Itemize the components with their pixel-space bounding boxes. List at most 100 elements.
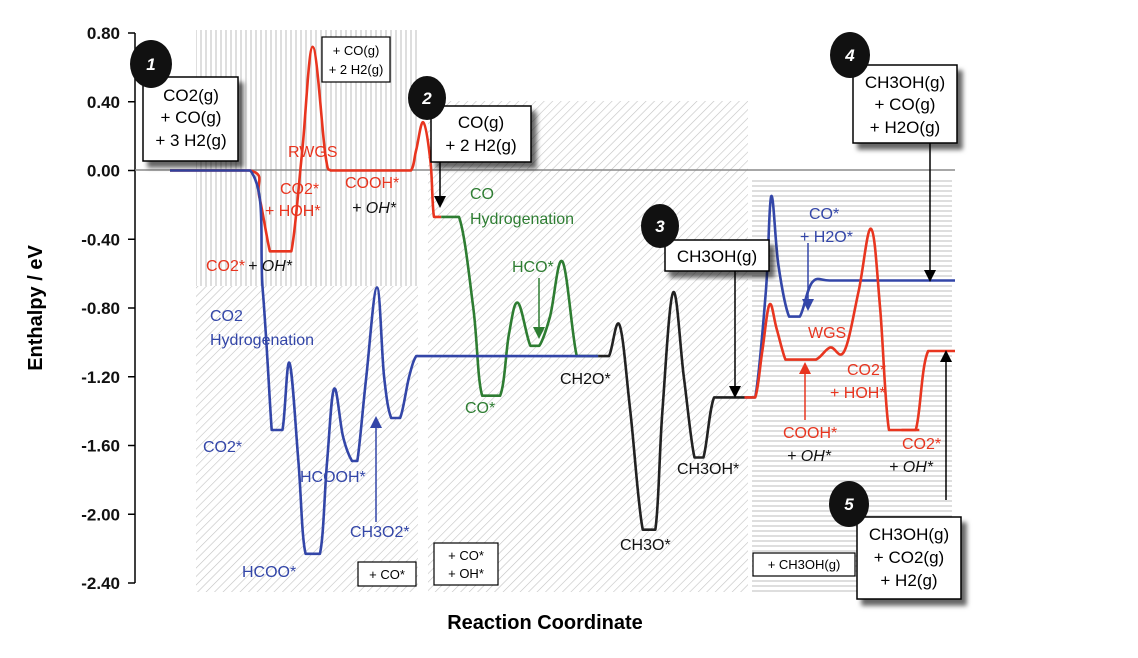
label-co2-hydrogenation: Hydrogenation — [210, 332, 314, 349]
region-labels: + CO(g) + 2 H2(g) + CO* + CO* + OH* + CH… — [321, 36, 856, 587]
series-line-wgs — [744, 227, 920, 432]
series-line-ch3oh-formation — [598, 291, 745, 531]
label-co2-star-rwgs: CO2* — [206, 258, 245, 275]
callout-2-line2: + 2 H2(g) — [445, 136, 516, 155]
series-line-co2-hydrogenation — [169, 169, 599, 556]
callout-4-line2: + CO(g) — [875, 95, 936, 114]
arrow-hco-head — [533, 327, 545, 339]
y-tick-label: -1.60 — [81, 437, 120, 456]
label-cooh-star: COOH* — [345, 175, 399, 192]
badge-5-number: 5 — [844, 495, 854, 514]
series-lines — [169, 45, 955, 556]
series-line-co-hydrogenation — [441, 215, 599, 398]
region-label-box-co-oh — [433, 542, 499, 586]
callout-box-3 — [664, 239, 770, 272]
label-ch3o-star: CH3O* — [620, 537, 671, 554]
badge-2-number: 2 — [421, 89, 432, 108]
label-co2-star-final: CO2* — [902, 436, 941, 453]
badge-4 — [830, 32, 870, 78]
label-co-star-wgs: CO* — [809, 206, 839, 223]
y-ticks: 0.80 0.40 0.00 -0.40 -0.80 -1.20 -1.60 -2.00 -2.… — [81, 24, 135, 593]
callout-3-line1: CH3OH(g) — [677, 247, 757, 266]
label-hoh-star-1: + HOH* — [265, 203, 321, 220]
y-tick-label: -2.40 — [81, 574, 120, 593]
label-oh-star-rwgs: + OH* — [248, 258, 293, 275]
series-line-wgs-upper- — [744, 194, 955, 399]
badge-3-number: 3 — [655, 217, 665, 236]
label-hcooh-star: HCOOH* — [300, 469, 366, 486]
label-oh-star-2: + OH* — [352, 200, 397, 217]
label-hco-star: HCO* — [512, 259, 554, 276]
region-label-ch3oh-g: + CH3OH(g) — [768, 557, 841, 572]
label-co2-title: CO2 — [210, 308, 243, 325]
series-line-final — [901, 349, 955, 432]
arrow-ch3o2-head — [370, 416, 382, 428]
series-annotations: RWGS CO2* + OH* CO2* + HOH* COOH* + OH* … — [203, 144, 941, 581]
callout-2-line1: CO(g) — [458, 113, 504, 132]
arrow-ch3oh-desorb-head — [729, 386, 741, 398]
region-label-box-ch3oh — [752, 552, 856, 577]
callout-4-line1: CH3OH(g) — [865, 73, 945, 92]
label-oh-star-final: + OH* — [889, 459, 934, 476]
region-label-box-co-star — [357, 561, 417, 587]
badge-4-number: 4 — [844, 46, 855, 65]
label-wgs: WGS — [808, 325, 846, 342]
label-ch3o2-star: CH3O2* — [350, 524, 410, 541]
region-co-hydrogenation-diagonal — [428, 101, 748, 592]
region-label-2h2-g: + 2 H2(g) — [329, 62, 384, 77]
label-rwgs: RWGS — [288, 144, 337, 161]
y-tick-label: -0.40 — [81, 230, 120, 249]
badge-1-number: 1 — [146, 55, 155, 74]
region-label-oh-star: + OH* — [448, 566, 484, 581]
callout-5-line3: + H2(g) — [880, 571, 937, 590]
region-label-co-g: + CO(g) — [333, 43, 380, 58]
arrows — [370, 138, 952, 522]
x-axis-label: Reaction Coordinate — [447, 612, 643, 634]
label-ch3oh-star: CH3OH* — [677, 461, 739, 478]
badge-5 — [829, 481, 869, 527]
arrow-box5-head — [940, 350, 952, 362]
callout-box-2 — [430, 105, 532, 163]
y-tick-label: -1.20 — [81, 368, 120, 387]
label-co-hydrogenation: Hydrogenation — [470, 211, 574, 228]
callout-5-line1: CH3OH(g) — [869, 525, 949, 544]
y-tick-label: -2.00 — [81, 505, 120, 524]
y-tick-label: -0.80 — [81, 299, 120, 318]
axes: 0.80 0.40 0.00 -0.40 -0.80 -1.20 -1.60 -2.00 -2.… — [25, 24, 955, 634]
callout-boxes: CO2(g) + CO(g) + 3 H2(g) 1 CO(g) + 2 H2(… — [130, 32, 962, 600]
badge-1 — [130, 40, 172, 88]
badge-2 — [408, 76, 446, 120]
label-h2o-star: + H2O* — [800, 229, 853, 246]
series-line-rwgs — [169, 45, 442, 253]
label-hcoo-star: HCOO* — [242, 564, 296, 581]
badge-3 — [641, 204, 679, 248]
y-tick-label: 0.40 — [87, 93, 120, 112]
y-tick-label: 0.80 — [87, 24, 120, 43]
label-co2-star-2: CO2* — [280, 181, 319, 198]
label-co2-star-wgs: CO2* — [847, 362, 886, 379]
callout-box-4 — [852, 64, 958, 144]
y-axis-label: Enthalpy / eV — [25, 245, 47, 371]
label-cooh-star-wgs: COOH* — [783, 425, 837, 442]
callout-4-line3: + H2O(g) — [870, 118, 940, 137]
callout-1-line3: + 3 H2(g) — [155, 131, 226, 150]
y-tick-label: 0.00 — [87, 162, 120, 181]
callout-box-5 — [856, 516, 962, 600]
label-hoh-star-wgs: + HOH* — [830, 385, 886, 402]
arrow-box4-head — [924, 270, 936, 282]
arrow-cooh-head — [799, 362, 811, 374]
callout-1-line2: + CO(g) — [161, 108, 222, 127]
label-co2-star-blue: CO2* — [203, 439, 242, 456]
callout-5-line2: + CO2(g) — [874, 548, 944, 567]
label-co-title: CO — [470, 186, 494, 203]
region-label-co-star: + CO* — [369, 567, 405, 582]
arrow-co-adsorb-head — [434, 196, 446, 208]
arrow-co-h2o-head — [802, 299, 814, 311]
callout-box-1 — [142, 76, 239, 162]
region-label-box-co-2h2 — [321, 36, 391, 83]
callout-1-line1: CO2(g) — [163, 86, 219, 105]
label-oh-star-wgs: + OH* — [787, 448, 832, 465]
label-ch2o-star: CH2O* — [560, 371, 611, 388]
label-co-star: CO* — [465, 400, 495, 417]
